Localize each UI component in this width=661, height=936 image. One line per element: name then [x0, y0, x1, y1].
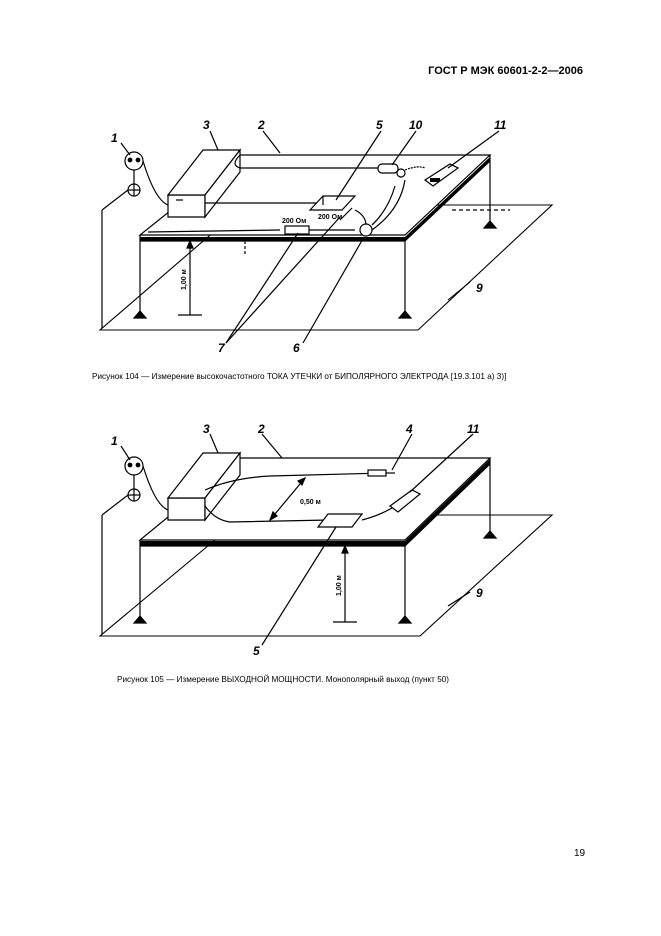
- page-number: 19: [574, 848, 586, 859]
- figure-105-diagram: 1 3 2 4 11 5 9 0,50 м 1,00 м: [98, 422, 554, 658]
- figure-104-diagram: 1 3 2 5 10 11 7 6 9 200 Ом 200 Ом 1,00 м: [98, 118, 554, 355]
- height-label: 1,00 м: [181, 269, 188, 290]
- height-label: 1,00 м: [336, 575, 343, 596]
- callout-9: 9: [476, 281, 483, 295]
- callout-4: 4: [405, 422, 413, 436]
- callout-6: 6: [293, 341, 300, 355]
- callout-10: 10: [409, 118, 423, 132]
- callout-11: 11: [494, 118, 507, 132]
- callout-11: 11: [467, 422, 480, 436]
- callout-3: 3: [203, 118, 210, 132]
- callout-7: 7: [218, 341, 226, 355]
- callout-2: 2: [257, 422, 265, 436]
- callout-1: 1: [111, 434, 118, 448]
- callout-5: 5: [376, 118, 383, 132]
- resistor-label-a: 200 Ом: [282, 218, 306, 225]
- callout-3: 3: [203, 422, 210, 436]
- callout-1: 1: [111, 131, 118, 145]
- resistor-label-b: 200 Ом: [318, 214, 342, 221]
- callout-9: 9: [476, 586, 483, 600]
- standard-header: ГОСТ Р МЭК 60601-2-2—2006: [428, 65, 583, 77]
- callout-5: 5: [253, 644, 260, 658]
- figure-104-caption: Рисунок 104 — Измерение высокочастотного…: [92, 372, 507, 381]
- callout-2: 2: [257, 118, 265, 132]
- figure-105-caption: Рисунок 105 — Измерение ВЫХОДНОЙ МОЩНОСТ…: [117, 675, 450, 684]
- floor-outline: [98, 204, 554, 331]
- distance-label: 0,50 м: [300, 499, 321, 506]
